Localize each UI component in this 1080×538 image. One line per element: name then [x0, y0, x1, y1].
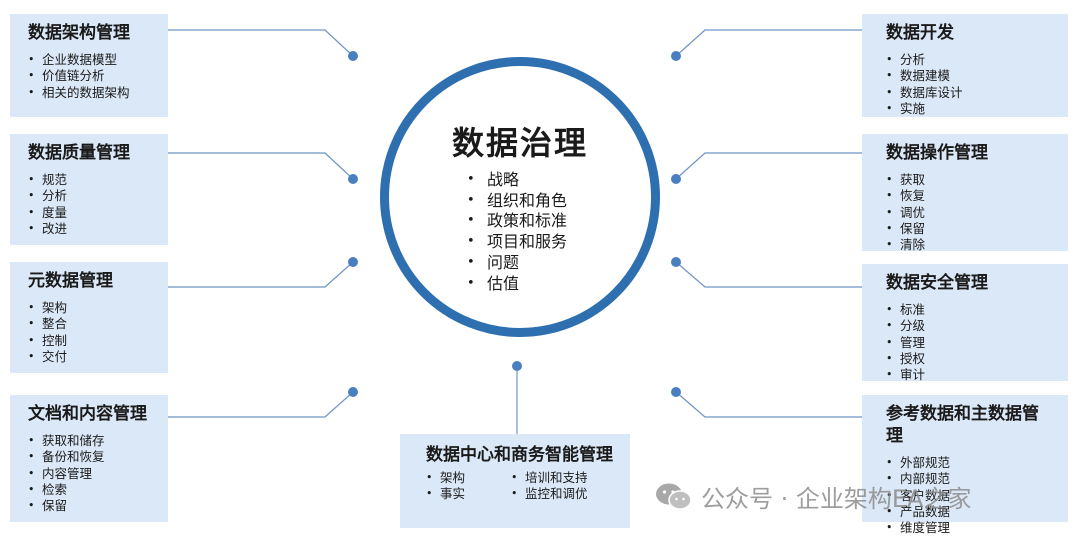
connector-meta	[168, 261, 354, 288]
dot-security	[671, 257, 681, 267]
list-item: 监控和调优	[511, 486, 588, 503]
box-list-col2: 培训和支持 监控和调优	[511, 470, 588, 503]
center-item: 政策和标准	[467, 211, 567, 232]
connector-doc	[168, 391, 354, 418]
list-item: 检索	[28, 482, 150, 499]
list-item: 数据建模	[886, 68, 1050, 85]
connector-quality	[168, 152, 354, 180]
watermark: 公众号 · 企业架构EA之家	[655, 479, 971, 514]
center-item: 战略	[467, 170, 567, 191]
box-list: 获取 恢复 调优 保留 清除	[886, 172, 1050, 254]
box-title: 数据安全管理	[886, 273, 988, 293]
list-item: 企业数据模型	[28, 52, 150, 69]
box-title: 数据操作管理	[886, 143, 988, 163]
box-list: 企业数据模型 价值链分析 相关的数据架构	[28, 52, 150, 101]
box-list: 标准 分级 管理 授权 审计	[886, 302, 1050, 384]
list-item: 价值链分析	[28, 68, 150, 85]
list-item: 审计	[886, 367, 1050, 384]
box-reference-master-data: 参考数据和主数据管理 外部规范 内部规范 客户数据 产品数据 维度管理	[862, 395, 1068, 537]
box-list: 外部规范 内部规范 客户数据 产品数据 维度管理	[886, 455, 1050, 537]
dot-quality	[348, 174, 358, 184]
list-item: 清除	[886, 237, 1050, 254]
dot-dev	[671, 51, 681, 61]
list-item: 规范	[28, 172, 150, 189]
dot-ref	[671, 387, 681, 397]
list-item: 保留	[886, 221, 1050, 238]
box-title: 数据开发	[886, 23, 954, 43]
list-item: 架构	[28, 300, 150, 317]
connector-arch	[168, 29, 354, 57]
connector-security	[675, 261, 862, 288]
list-item: 相关的数据架构	[28, 85, 150, 102]
list-item: 分析	[28, 188, 150, 205]
box-list: 获取和储存 备份和恢复 内容管理 检索 保留	[28, 433, 150, 515]
list-item: 授权	[886, 351, 1050, 368]
box-title: 数据中心和商务智能管理	[426, 445, 613, 465]
center-item: 组织和角色	[467, 191, 567, 212]
connector-ref	[675, 391, 862, 418]
box-data-warehouse-bi: 数据中心和商务智能管理 架构 事实 培训和支持 监控和调优	[400, 434, 630, 528]
list-item: 恢复	[886, 188, 1050, 205]
list-item: 分析	[886, 52, 1050, 69]
box-data-operations: 数据操作管理 获取 恢复 调优 保留 清除	[862, 134, 1068, 254]
list-item: 架构	[426, 470, 465, 487]
list-item: 调优	[886, 205, 1050, 222]
list-item: 产品数据	[886, 504, 1050, 521]
dot-meta	[348, 257, 358, 267]
dot-ops	[671, 174, 681, 184]
list-item: 改进	[28, 221, 150, 238]
center-title: 数据治理	[451, 124, 588, 162]
list-item: 实施	[886, 101, 1050, 118]
box-title: 数据质量管理	[28, 143, 130, 163]
list-item: 事实	[426, 486, 465, 503]
list-item: 度量	[28, 205, 150, 222]
box-list: 规范 分析 度量 改进	[28, 172, 150, 237]
list-item: 内部规范	[886, 471, 1050, 488]
center-item: 项目和服务	[467, 232, 567, 253]
list-item: 维度管理	[886, 520, 1050, 537]
box-title: 元数据管理	[28, 271, 113, 291]
connector-dev	[675, 29, 862, 57]
box-data-development: 数据开发 分析 数据建模 数据库设计 实施	[862, 14, 1068, 117]
dot-dw	[512, 361, 522, 371]
box-data-quality: 数据质量管理 规范 分析 度量 改进	[10, 134, 168, 245]
list-item: 获取和储存	[28, 433, 150, 450]
dot-arch	[348, 51, 358, 61]
box-title: 参考数据和主数据管理	[886, 404, 1039, 446]
list-item: 交付	[28, 349, 150, 366]
box-list-col1: 架构 事实	[426, 470, 465, 503]
box-data-security: 数据安全管理 标准 分级 管理 授权 审计	[862, 264, 1068, 384]
center-circle: 数据治理 战略 组织和角色 政策和标准 项目和服务 问题 估值	[380, 57, 660, 337]
box-document-content: 文档和内容管理 获取和储存 备份和恢复 内容管理 检索 保留	[10, 395, 168, 522]
center-list: 战略 组织和角色 政策和标准 项目和服务 问题 估值	[467, 170, 567, 294]
list-item: 整合	[28, 316, 150, 333]
list-item: 标准	[886, 302, 1050, 319]
box-list: 分析 数据建模 数据库设计 实施	[886, 52, 1050, 117]
box-columns: 架构 事实 培训和支持 监控和调优	[426, 470, 616, 503]
list-item: 管理	[886, 335, 1050, 352]
list-item: 培训和支持	[511, 470, 588, 487]
list-item: 分级	[886, 318, 1050, 335]
watermark-text: 公众号 · 企业架构EA之家	[701, 485, 972, 513]
box-metadata: 元数据管理 架构 整合 控制 交付	[10, 262, 168, 373]
center-item: 问题	[467, 253, 567, 274]
center-item: 估值	[467, 274, 567, 295]
list-item: 备份和恢复	[28, 449, 150, 466]
box-title: 数据架构管理	[28, 23, 130, 43]
box-title: 文档和内容管理	[28, 404, 147, 424]
box-list: 架构 整合 控制 交付	[28, 300, 150, 365]
dot-doc	[348, 387, 358, 397]
box-data-architecture: 数据架构管理 企业数据模型 价值链分析 相关的数据架构	[10, 14, 168, 117]
list-item: 保留	[28, 498, 150, 515]
list-item: 获取	[886, 172, 1050, 189]
list-item: 外部规范	[886, 455, 1050, 472]
list-item: 控制	[28, 333, 150, 350]
list-item: 数据库设计	[886, 85, 1050, 102]
wechat-icon	[656, 483, 692, 510]
connector-ops	[675, 152, 862, 180]
list-item: 客户数据	[886, 488, 1050, 505]
list-item: 内容管理	[28, 466, 150, 483]
